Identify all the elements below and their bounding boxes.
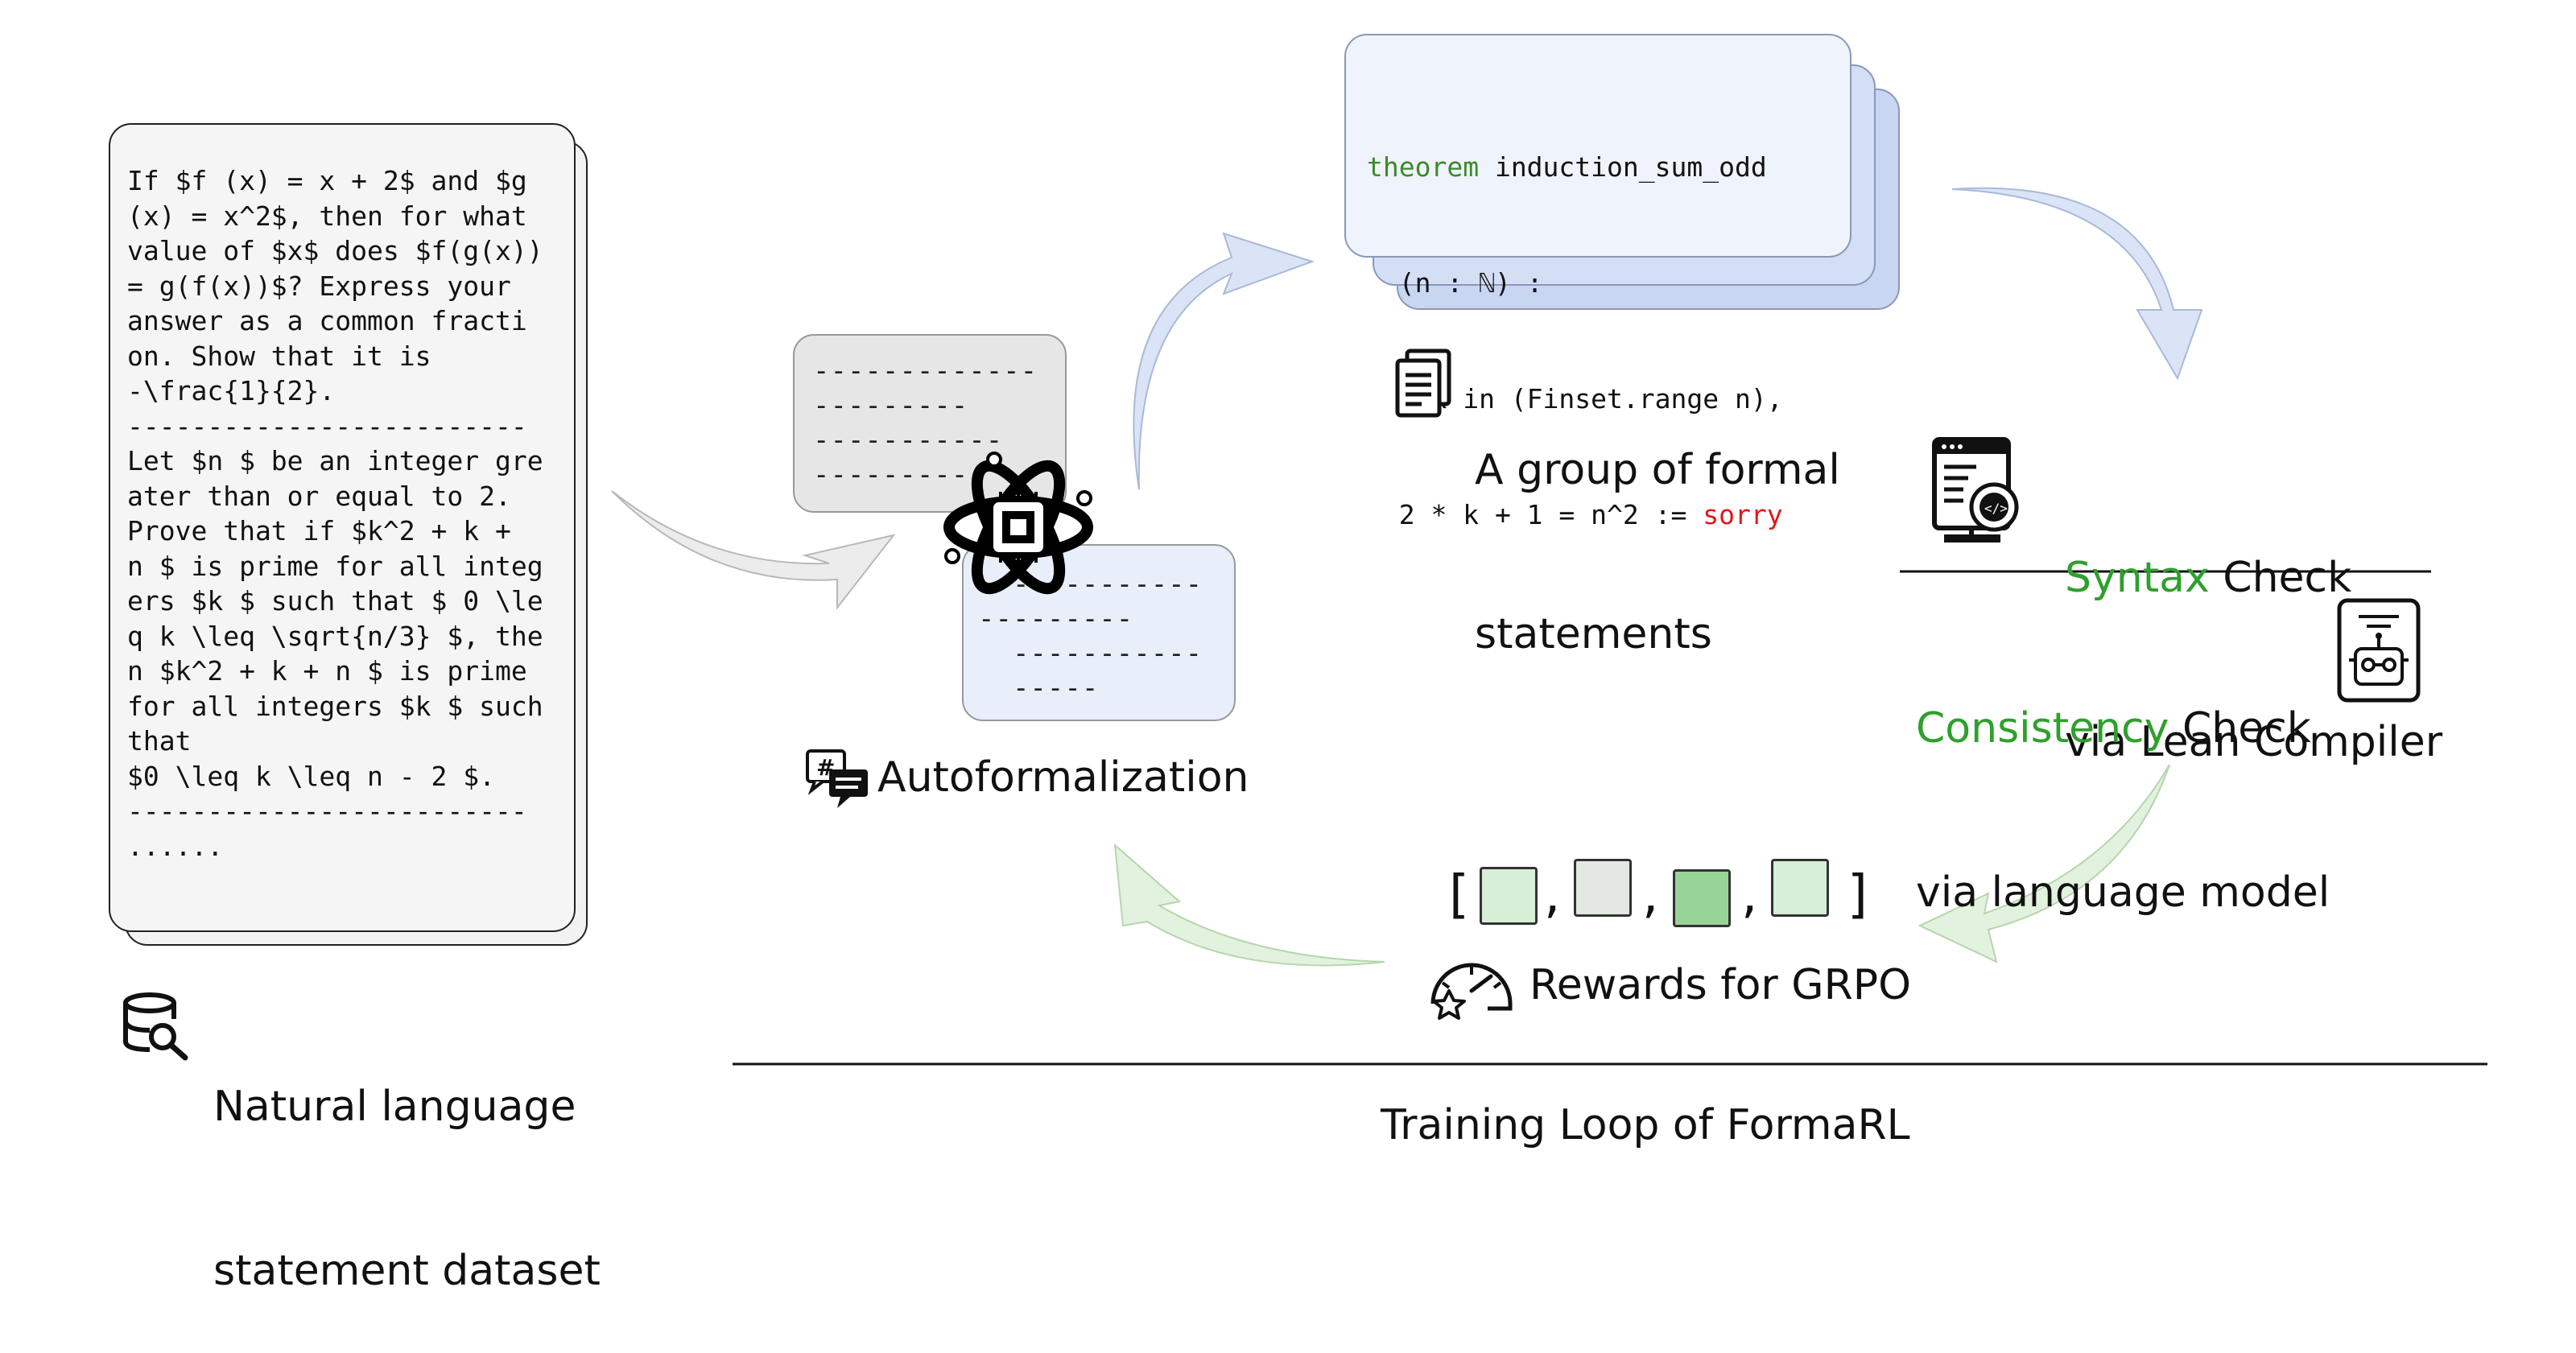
consistency-check-word: Check	[2169, 704, 2311, 753]
gray-card-line: ----------	[813, 459, 986, 491]
arrow-statements-to-checks	[1951, 187, 2203, 381]
code-compiler-icon: </>	[1932, 437, 2019, 542]
gray-card-placeholder-lines: ----------------------------------------…	[813, 354, 1038, 493]
arrow-dataset-to-autoformalization	[611, 490, 896, 610]
autoformalization-label: Autoformalization	[877, 753, 1249, 802]
nl-dataset-card-front	[109, 123, 576, 932]
blue-card-placeholder-lines: ---------------------- ----------- -----	[978, 567, 1203, 706]
svg-text:</>: </>	[1984, 501, 2008, 516]
nl-text-line: Prove that if $k^2 + k +	[127, 515, 511, 547]
nl-dataset-label-line2: statement dataset	[213, 1247, 601, 1295]
nl-text-line: n $k^2 + k + n $ is prime	[127, 655, 527, 687]
code-line-2: (n : ℕ) :	[1367, 267, 1543, 299]
arrow-autoformalization-to-statements	[1133, 232, 1315, 490]
code-line-4: 2 * k + 1 = n^2 :=	[1367, 499, 1703, 530]
rewards-label: Rewards for GRPO	[1530, 961, 1912, 1009]
formal-statement-code: theorem induction_sum_odd (n : ℕ) : Σ k …	[1367, 71, 1783, 573]
gray-card-line: -------------	[813, 355, 1038, 387]
nl-text-line: -------------------------	[127, 795, 527, 827]
consistency-highlight: Consistency	[1916, 704, 2169, 753]
rewards-close-bracket: ]	[1847, 865, 1868, 925]
rewards-open-bracket: [	[1449, 865, 1469, 925]
code-keyword: theorem	[1367, 151, 1480, 183]
nl-text-line: = g(f(x))$? Express your	[127, 270, 511, 302]
syntax-line2: via Lean Compiler	[2065, 718, 2443, 766]
hash-chat-icon: #	[806, 749, 868, 808]
nl-text-line: q k \leq \sqrt{n/3} $, the	[127, 620, 543, 652]
reward-sep-2: ,	[1642, 865, 1659, 925]
robot-book-icon	[2337, 598, 2421, 703]
gauge-star-icon	[1430, 963, 1513, 1020]
nl-text-line: $0 \leq k \leq n - 2 $.	[127, 760, 495, 792]
reward-box-1	[1480, 867, 1538, 925]
consistency-line2: via language model	[1916, 868, 2330, 917]
atom-chip-icon	[943, 452, 1093, 595]
formal-statements-label-line2: statements	[1475, 610, 1712, 658]
blue-card-line: ---------	[978, 603, 1134, 635]
code-line-3: Σ k in (Finset.range n),	[1367, 383, 1783, 415]
nl-text-line: answer as a common fracti	[127, 305, 527, 336]
nl-dataset-text: If $f (x) = x + 2$ and $g (x) = x^2$, the…	[127, 163, 543, 864]
reward-box-3	[1673, 869, 1731, 927]
nl-text-line: ers $k $ such that $ 0 \le	[127, 585, 543, 617]
nl-text-line: n $ is prime for all integ	[127, 550, 543, 582]
reward-box-2	[1574, 859, 1632, 917]
reward-box-4	[1771, 859, 1829, 917]
nl-text-line: that	[127, 725, 192, 757]
syntax-check-word: Check	[2209, 554, 2352, 602]
documents-icon	[1395, 349, 1451, 418]
nl-text-line: If $f (x) = x + 2$ and $g	[127, 165, 527, 196]
reward-sep-1: ,	[1544, 865, 1561, 925]
diagram-canvas	[611, 187, 2487, 1066]
nl-text-line: ......	[127, 830, 224, 862]
training-loop-caption: Training Loop of FormaRL	[1381, 1101, 1910, 1149]
formal-card-front	[1344, 34, 1852, 258]
arrow-checks-to-rewards	[1918, 764, 2170, 963]
nl-text-line: for all integers $k $ such	[127, 690, 543, 722]
nl-dataset-label-line1: Natural language	[213, 1083, 576, 1131]
arrow-rewards-to-autoformalization	[1113, 843, 1385, 967]
blue-card-line: -----------	[978, 637, 1203, 670]
nl-text-line: (x) = x^2$, then for what	[127, 200, 527, 232]
nl-text-line: on. Show that it is	[127, 340, 431, 372]
syntax-highlight: Syntax	[2065, 554, 2210, 602]
gray-card-line: -----------	[813, 424, 1004, 456]
nl-text-line: -------------------------	[127, 410, 527, 442]
nl-text-line: value of $x$ does $f(g(x))	[127, 235, 543, 266]
reward-sep-3: ,	[1741, 865, 1758, 925]
formal-statements-label-line1: A group of formal	[1475, 446, 1840, 494]
nl-text-line: Let $n $ be an integer gre	[127, 445, 543, 476]
nl-text-line: -\frac{1}{2}.	[127, 375, 336, 406]
blue-card-line: -----	[978, 672, 1100, 704]
code-sorry: sorry	[1703, 499, 1783, 530]
code-theorem-name: induction_sum_odd	[1479, 151, 1767, 183]
gray-card-line: ---------	[813, 390, 969, 422]
database-search-icon	[123, 992, 188, 1061]
nl-text-line: ater than or equal to 2.	[127, 480, 511, 512]
